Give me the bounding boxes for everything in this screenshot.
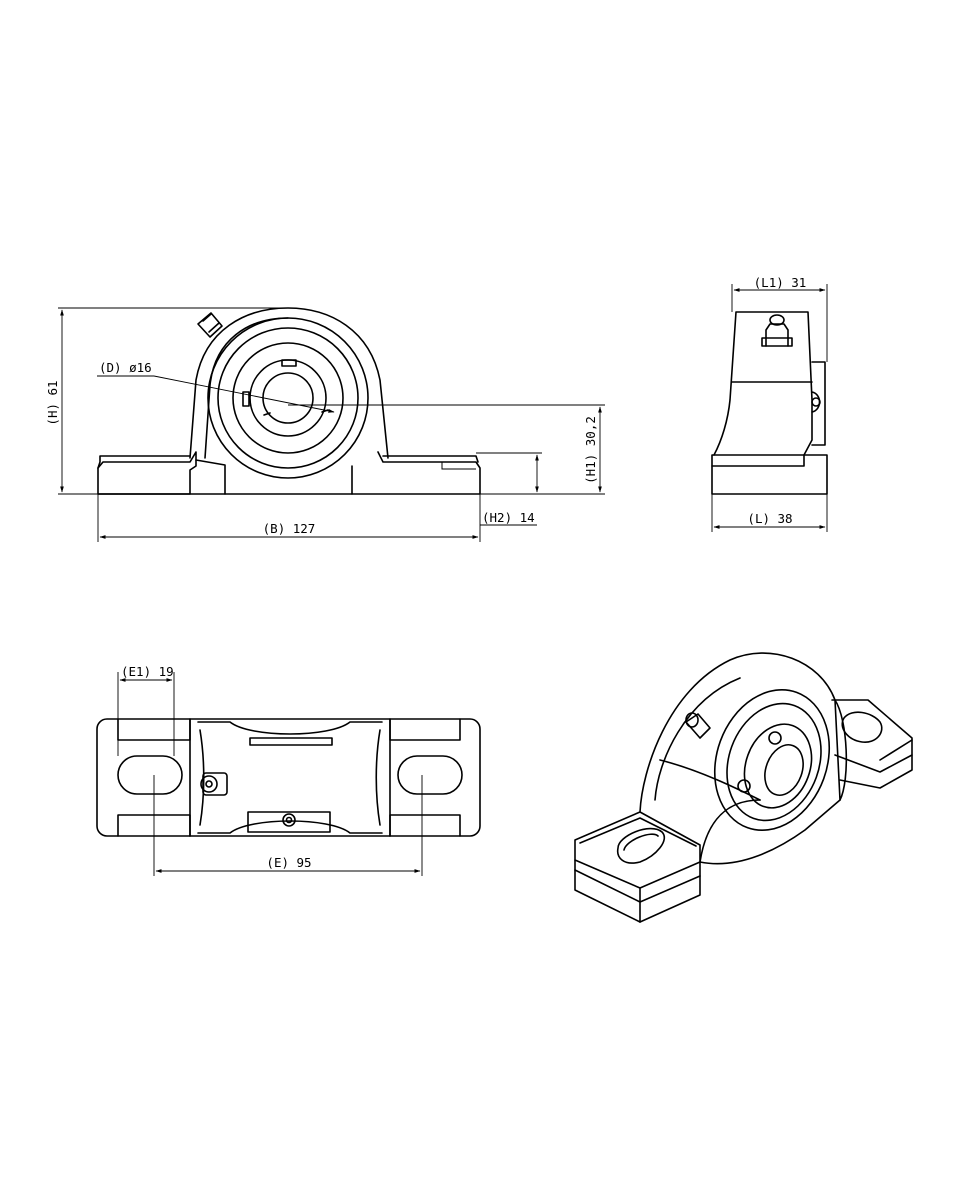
dimension-d-label: (D) ø16 bbox=[99, 360, 152, 375]
dimension-h-label: (H) 61 bbox=[45, 380, 60, 425]
grease-nipple-front bbox=[197, 312, 223, 338]
dimension-h: (H) 61 bbox=[45, 307, 285, 495]
dimension-l1: (L1) 31 bbox=[731, 275, 828, 362]
front-view-base bbox=[97, 451, 481, 495]
dimension-b-label: (B) 127 bbox=[263, 521, 316, 536]
dimension-e: (E) 95 bbox=[153, 775, 423, 876]
iso-right-foot bbox=[831, 699, 913, 789]
iso-left-foot bbox=[574, 811, 701, 923]
dimension-h1-label: (H1) 30,2 bbox=[583, 416, 598, 484]
dimension-l1-label: (L1) 31 bbox=[754, 275, 807, 290]
dimension-e-label: (E) 95 bbox=[266, 855, 311, 870]
grease-nipple-side bbox=[761, 314, 793, 347]
grease-nipple-iso bbox=[685, 712, 711, 739]
iso-housing bbox=[639, 652, 848, 865]
side-view: (L1) 31 (L) 38 bbox=[711, 275, 828, 532]
dimension-h2: (H2) 14 bbox=[476, 452, 542, 526]
dimension-d: (D) ø16 bbox=[97, 360, 335, 413]
dimension-e1-label: (E1) 19 bbox=[121, 664, 174, 679]
dimension-e1: (E1) 19 bbox=[117, 664, 175, 756]
front-view: (H) 61 (D) ø16 (H1) 30,2 (H2) 14 (B) 12 bbox=[45, 307, 605, 542]
top-view-housing bbox=[189, 718, 391, 837]
iso-bearing bbox=[713, 688, 831, 832]
side-view-body bbox=[711, 311, 828, 495]
dimension-l: (L) 38 bbox=[711, 494, 828, 532]
dimension-h1: (H1) 30,2 bbox=[288, 404, 605, 495]
isometric-view bbox=[574, 652, 913, 923]
dimension-b: (B) 127 bbox=[97, 494, 481, 542]
front-view-housing bbox=[189, 307, 389, 479]
top-view: (E1) 19 (E) 95 bbox=[96, 664, 481, 876]
dimension-h2-label: (H2) 14 bbox=[482, 510, 535, 525]
dimension-l-label: (L) 38 bbox=[747, 511, 792, 526]
grease-nipple-top bbox=[200, 772, 228, 796]
